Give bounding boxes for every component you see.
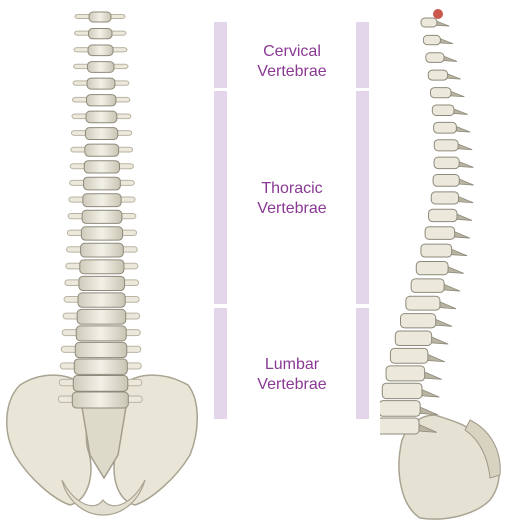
vertebra-lateral [432, 105, 467, 116]
vertebra-anterior [63, 309, 140, 324]
vertebra-lateral [406, 296, 456, 310]
vertebra-lateral [400, 314, 452, 328]
vertebra-anterior [67, 243, 138, 257]
vertebra-lateral [434, 157, 473, 168]
label-lumbar-vertebrae: Lumbar Vertebrae [228, 355, 356, 395]
vertebra-lateral [430, 88, 464, 98]
vertebra-lateral [433, 175, 474, 187]
vertebra-anterior [60, 359, 141, 374]
label-thoracic-vertebrae: Thoracic Vertebrae [228, 179, 356, 219]
vertebra-lateral [434, 140, 472, 151]
vertebra-anterior [65, 276, 139, 290]
vertebra-anterior [64, 293, 139, 307]
vertebra-lateral [426, 53, 457, 63]
bracket-left-cervical [214, 22, 227, 88]
vertebra-lateral [429, 209, 472, 221]
bracket-left-thoracic [214, 91, 227, 304]
bracket-right-lumbar [356, 308, 369, 419]
vertebra-anterior [70, 161, 133, 173]
vertebra-lateral [434, 122, 471, 133]
skull-base-marker [433, 9, 443, 19]
vertebra-lateral [411, 279, 460, 293]
vertebra-lateral [428, 70, 460, 80]
vertebra-anterior [74, 62, 128, 73]
vertebra-anterior [72, 111, 131, 123]
vertebra-lateral [380, 401, 438, 417]
lateral-vertebrae [380, 18, 474, 434]
vertebra-lateral [425, 227, 470, 240]
vertebra-anterior [66, 260, 138, 274]
vertebra-lateral [390, 348, 444, 363]
vertebra-anterior [73, 78, 129, 89]
vertebra-anterior [69, 194, 135, 207]
vertebra-lateral [431, 192, 473, 204]
vertebra-anterior [71, 128, 131, 140]
label-cervical-vertebrae: Cervical Vertebrae [228, 42, 356, 82]
bracket-left-lumbar [214, 308, 227, 419]
vertebra-lateral [416, 261, 464, 274]
spine-anterior-view [0, 0, 200, 522]
vertebra-anterior [74, 45, 127, 56]
vertebra-anterior [75, 29, 126, 39]
vertebra-anterior [62, 326, 140, 341]
vertebra-anterior [73, 95, 130, 106]
vertebra-anterior [68, 210, 136, 223]
anterior-vertebrae [58, 12, 142, 408]
vertebra-anterior [70, 177, 135, 190]
vertebra-lateral [382, 383, 439, 398]
vertebra-anterior [75, 12, 125, 22]
vertebra-anterior [61, 342, 141, 357]
vertebra-lateral [386, 366, 442, 381]
bracket-right-cervical [356, 22, 369, 88]
vertebra-lateral [421, 244, 467, 257]
vertebra-lateral [395, 331, 448, 345]
vertebra-lateral [423, 35, 453, 44]
bracket-right-thoracic [356, 91, 369, 304]
vertebra-lateral [421, 18, 449, 27]
vertebra-anterior [71, 144, 133, 156]
vertebra-anterior [67, 227, 136, 240]
spine-lateral-view [380, 0, 508, 522]
